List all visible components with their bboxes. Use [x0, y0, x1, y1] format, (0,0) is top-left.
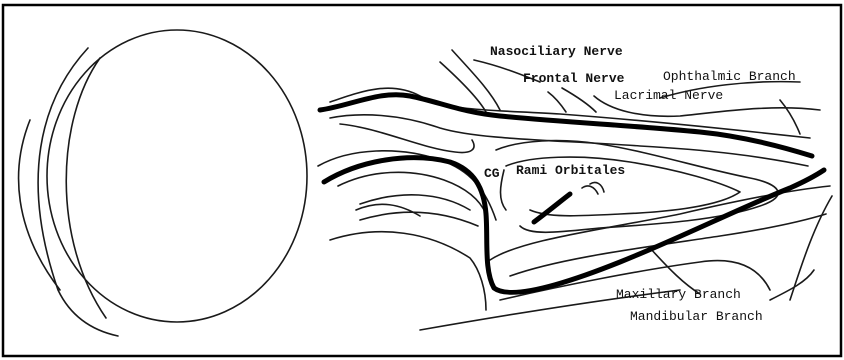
- eyelid-arc-inner: [66, 58, 106, 318]
- label-frontal: Frontal Nerve: [523, 71, 625, 86]
- label-cg: CG: [484, 166, 500, 181]
- label-lacrimal: Lacrimal Nerve: [614, 88, 723, 103]
- ophthalmic-leader: [780, 100, 800, 134]
- rami-thick-stub: [534, 194, 570, 222]
- label-nasociliary: Nasociliary Nerve: [490, 44, 623, 59]
- mandibular-outline: [790, 196, 832, 300]
- label-mandibular: Mandibular Branch: [630, 309, 763, 324]
- middle-lobe-lowest: [360, 212, 478, 226]
- upper-thick-nerve: [320, 95, 812, 156]
- upper-band-loop: [340, 124, 474, 153]
- eyeball-circle: [47, 30, 307, 322]
- label-rami: Rami Orbitales: [516, 163, 625, 178]
- rami-twig-a: [582, 186, 598, 194]
- middle-lobe-lower: [360, 195, 470, 210]
- cg-connector: [501, 170, 507, 210]
- eyelid-arc-outer: [38, 48, 118, 336]
- lower-muscle-line: [330, 232, 486, 310]
- frontal-fiber-b: [562, 88, 596, 112]
- label-maxillary: Maxillary Branch: [616, 287, 741, 302]
- frontal-fiber-a: [548, 92, 566, 112]
- frame-border: [3, 5, 841, 356]
- label-ophthalmic: Ophthalmic Branch: [663, 69, 796, 84]
